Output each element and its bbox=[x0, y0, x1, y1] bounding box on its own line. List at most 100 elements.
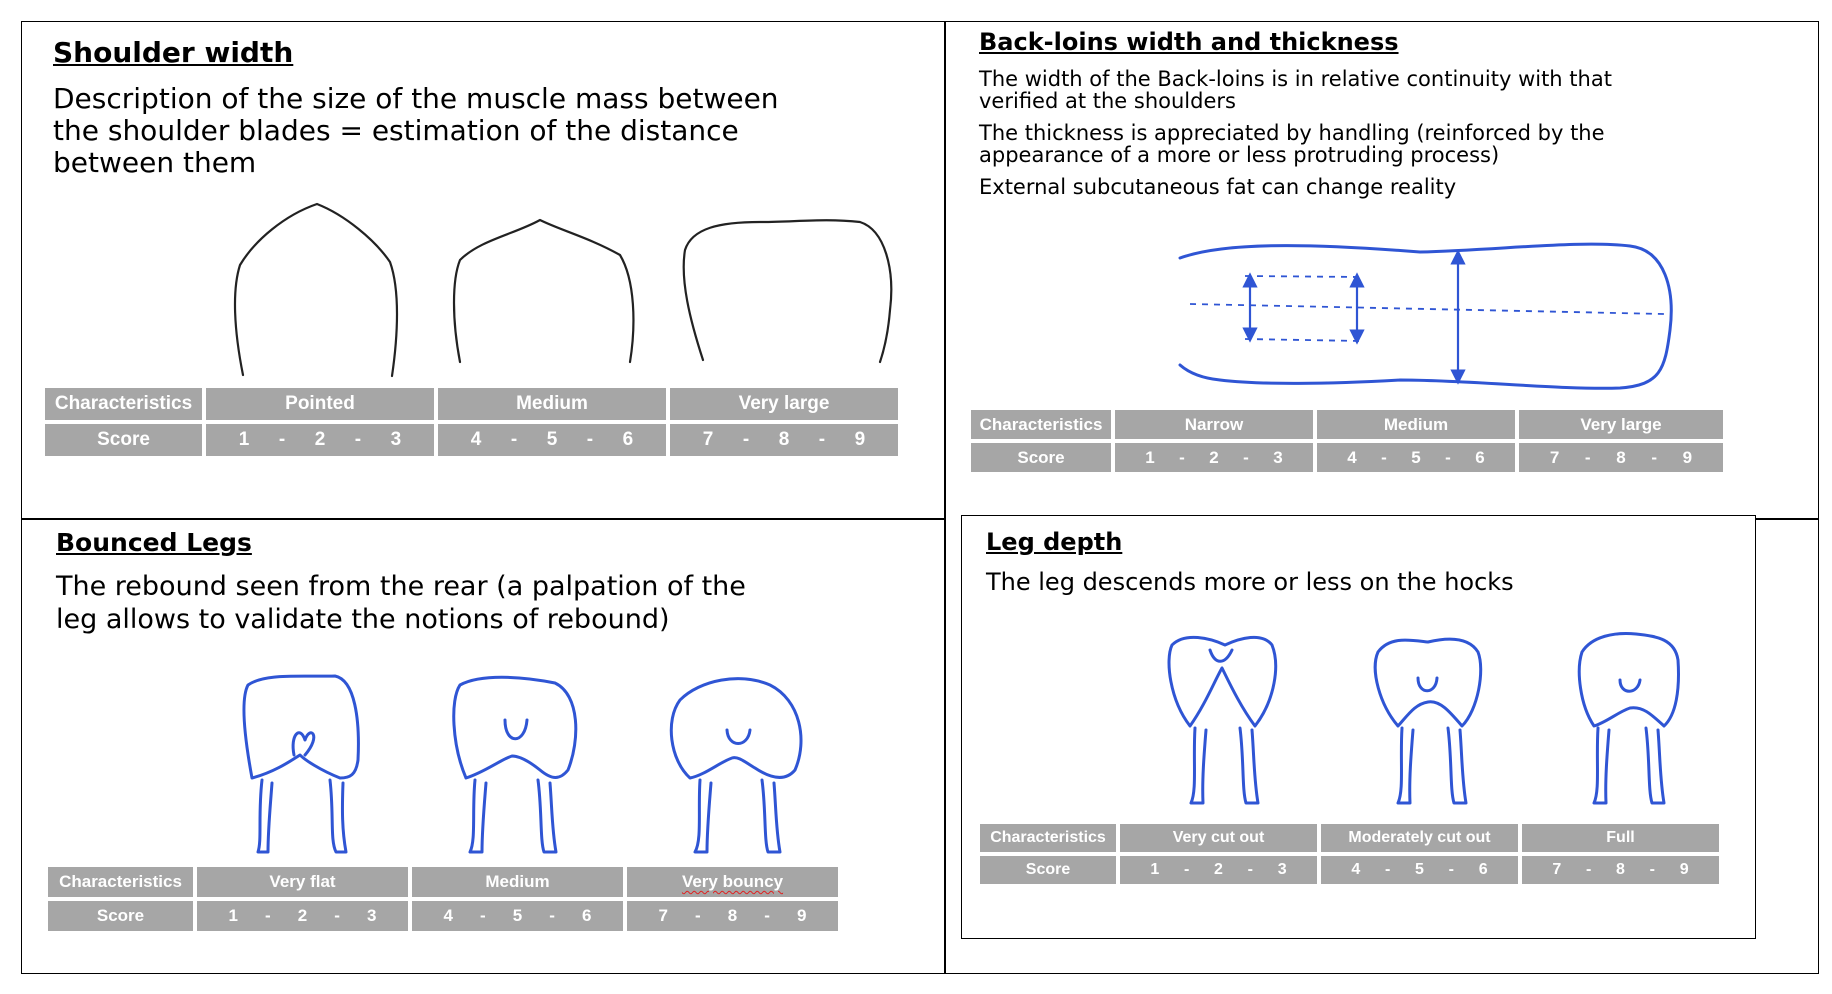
bounced-very-flat-sketch bbox=[242, 674, 360, 854]
score-value: 9 bbox=[854, 429, 866, 450]
score-separator: - bbox=[1381, 447, 1387, 467]
back-loins-title: Back-loins width and thickness bbox=[979, 28, 1399, 56]
score-value: 7 bbox=[1552, 861, 1562, 878]
score-range: 1 - 2 - 3 bbox=[1115, 443, 1313, 472]
back-loins-description: The width of the Back-loins is in relati… bbox=[979, 68, 1612, 208]
desc-line: The thickness is appreciated by handling… bbox=[979, 121, 1605, 145]
score-range: 1 - 2 - 3 bbox=[1120, 856, 1317, 884]
characteristic-moderately-cut-out: Moderately cut out bbox=[1321, 824, 1518, 852]
score-value: 6 bbox=[622, 429, 634, 450]
score-value: 3 bbox=[390, 429, 402, 450]
score-range: 4 - 5 - 6 bbox=[438, 424, 666, 456]
characteristics-label: Characteristics bbox=[971, 410, 1111, 439]
score-range: 1 - 2 - 3 bbox=[197, 901, 408, 931]
leg-depth-very-cut-out-sketch bbox=[1167, 635, 1278, 805]
score-value: 7 bbox=[1549, 447, 1560, 467]
characteristic-medium: Medium bbox=[438, 388, 666, 420]
score-value: 4 bbox=[470, 429, 482, 450]
characteristic-narrow: Narrow bbox=[1115, 410, 1313, 439]
score-value: 3 bbox=[1277, 861, 1287, 878]
score-value: 3 bbox=[1273, 447, 1283, 467]
score-label: Score bbox=[45, 424, 202, 456]
score-value: 1 bbox=[228, 906, 238, 925]
score-range: 7 - 8 - 9 bbox=[627, 901, 838, 931]
score-range: 4 - 5 - 6 bbox=[1321, 856, 1518, 884]
characteristics-label: Characteristics bbox=[45, 388, 202, 420]
score-separator: - bbox=[1384, 861, 1391, 878]
score-separator: - bbox=[764, 906, 770, 925]
bounced-legs-title: Bounced Legs bbox=[56, 528, 252, 557]
score-separator: - bbox=[1183, 861, 1190, 878]
leg-depth-full-sketch bbox=[1577, 632, 1680, 805]
outer-frame bbox=[21, 21, 1819, 974]
score-separator: - bbox=[1445, 447, 1451, 467]
bounced-legs-description: The rebound seen from the rear (a palpat… bbox=[56, 570, 746, 636]
score-separator: - bbox=[1649, 861, 1655, 878]
score-value: 4 bbox=[443, 906, 453, 925]
characteristic-full: Full bbox=[1522, 824, 1719, 852]
score-separator: - bbox=[818, 429, 826, 450]
score-value: 3 bbox=[366, 906, 377, 925]
score-value: 5 bbox=[1411, 447, 1421, 467]
score-value: 8 bbox=[778, 429, 790, 450]
desc-paragraph: The thickness is appreciated by handling… bbox=[979, 122, 1612, 166]
bounced-very-bouncy-sketch bbox=[669, 677, 803, 854]
characteristic-very-cut-out: Very cut out bbox=[1120, 824, 1317, 852]
desc-paragraph: External subcutaneous fat can change rea… bbox=[979, 176, 1612, 198]
score-value: 8 bbox=[1616, 861, 1625, 878]
shoulder-medium-sketch bbox=[452, 218, 635, 364]
score-label: Score bbox=[48, 901, 193, 931]
score-separator: - bbox=[1651, 447, 1658, 467]
leg-depth-description: The leg descends more or less on the hoc… bbox=[986, 568, 1514, 596]
desc-line: Description of the size of the muscle ma… bbox=[53, 82, 779, 115]
leg-depth-moderately-cut-out-sketch bbox=[1373, 637, 1483, 805]
score-label: Score bbox=[980, 856, 1116, 884]
score-separator: - bbox=[1585, 861, 1592, 878]
score-range: 1 - 2 - 3 bbox=[206, 424, 434, 456]
characteristic-pointed: Pointed bbox=[206, 388, 434, 420]
score-separator: - bbox=[586, 429, 594, 450]
thickness-box-top bbox=[1244, 275, 1363, 278]
score-separator: - bbox=[1179, 447, 1185, 467]
score-value: 9 bbox=[1679, 861, 1689, 878]
desc-line: The width of the Back-loins is in relati… bbox=[979, 67, 1612, 91]
score-separator: - bbox=[1584, 447, 1591, 467]
score-separator: - bbox=[1243, 447, 1249, 467]
characteristics-label: Characteristics bbox=[980, 824, 1116, 852]
characteristic-very-flat: Very flat bbox=[197, 867, 408, 897]
score-separator: - bbox=[278, 429, 286, 450]
horizontal-divider-left bbox=[21, 518, 945, 520]
score-separator: - bbox=[334, 906, 340, 925]
desc-line: appearance of a more or less protruding … bbox=[979, 143, 1500, 167]
score-range: 7 - 8 - 9 bbox=[670, 424, 898, 456]
horizontal-divider-right bbox=[1755, 518, 1819, 520]
score-value: 9 bbox=[796, 906, 807, 925]
score-separator: - bbox=[742, 429, 750, 450]
desc-line: leg allows to validate the notions of re… bbox=[56, 604, 670, 635]
desc-line: between them bbox=[53, 146, 257, 179]
score-value: 5 bbox=[546, 429, 558, 450]
score-value: 8 bbox=[1616, 447, 1626, 467]
bounced-legs-score-table: Characteristics Very flat Medium Very bo… bbox=[48, 867, 838, 931]
shoulder-pointed-sketch bbox=[233, 202, 399, 378]
score-value: 1 bbox=[238, 429, 250, 450]
score-value: 9 bbox=[1682, 447, 1693, 467]
score-value: 6 bbox=[1478, 861, 1488, 878]
score-range: 7 - 8 - 9 bbox=[1519, 443, 1723, 472]
score-value: 1 bbox=[1150, 861, 1160, 878]
back-loins-score-table: Characteristics Narrow Medium Very large… bbox=[971, 410, 1723, 472]
score-value: 2 bbox=[1214, 861, 1223, 878]
characteristic-medium: Medium bbox=[1317, 410, 1515, 439]
score-separator: - bbox=[1247, 861, 1253, 878]
loin-outline-top bbox=[1178, 242, 1673, 390]
desc-line: The rebound seen from the rear (a palpat… bbox=[56, 571, 746, 602]
spellcheck-underlined-text: Very bouncy bbox=[681, 872, 784, 891]
score-value: 4 bbox=[1347, 447, 1357, 467]
score-value: 2 bbox=[314, 429, 326, 450]
desc-line: External subcutaneous fat can change rea… bbox=[979, 175, 1457, 199]
desc-line: the shoulder blades = estimation of the … bbox=[53, 114, 739, 147]
